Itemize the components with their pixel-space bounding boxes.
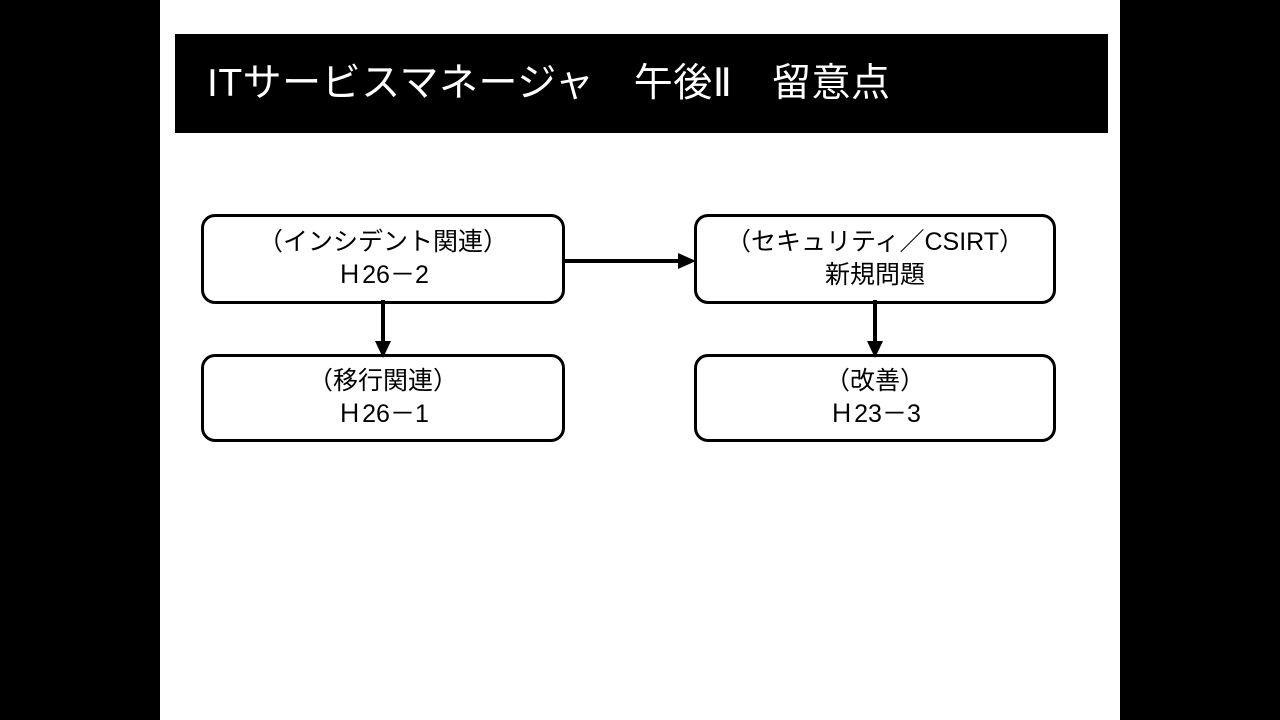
slide-title: ITサービスマネージャ 午後Ⅱ 留意点	[207, 62, 891, 105]
slide-canvas: ITサービスマネージャ 午後Ⅱ 留意点 （インシデント関連） Ｈ26－2 （セキ…	[160, 0, 1120, 720]
diagram-box-security[interactable]: （セキュリティ／CSIRT） 新規問題	[694, 214, 1056, 304]
diagram-box-security-line1: （セキュリティ／CSIRT）	[725, 228, 1025, 256]
arrow-down-icon-incident-to-migration	[368, 300, 398, 358]
arrow-right-icon-incident-to-security	[562, 246, 696, 276]
diagram-box-incident-line2: Ｈ26－2	[337, 261, 429, 289]
letterbox-bar-right	[1120, 0, 1280, 720]
diagram-box-improve-line1: （改善）	[824, 367, 925, 395]
arrow-down-icon-security-to-improve	[860, 300, 890, 358]
diagram-box-security-line2: 新規問題	[824, 261, 925, 289]
slide-title-banner: ITサービスマネージャ 午後Ⅱ 留意点	[175, 34, 1108, 133]
diagram-box-migration[interactable]: （移行関連） Ｈ26－1	[201, 354, 565, 442]
diagram-box-incident[interactable]: （インシデント関連） Ｈ26－2	[201, 214, 565, 304]
diagram-box-improve[interactable]: （改善） Ｈ23－3	[694, 354, 1056, 442]
diagram-box-migration-line2: Ｈ26－1	[337, 400, 429, 428]
diagram-box-migration-line1: （移行関連）	[307, 367, 458, 395]
letterbox-bar-left	[0, 0, 160, 720]
diagram-box-incident-line1: （インシデント関連）	[257, 228, 508, 256]
diagram-box-improve-line2: Ｈ23－3	[829, 400, 921, 428]
